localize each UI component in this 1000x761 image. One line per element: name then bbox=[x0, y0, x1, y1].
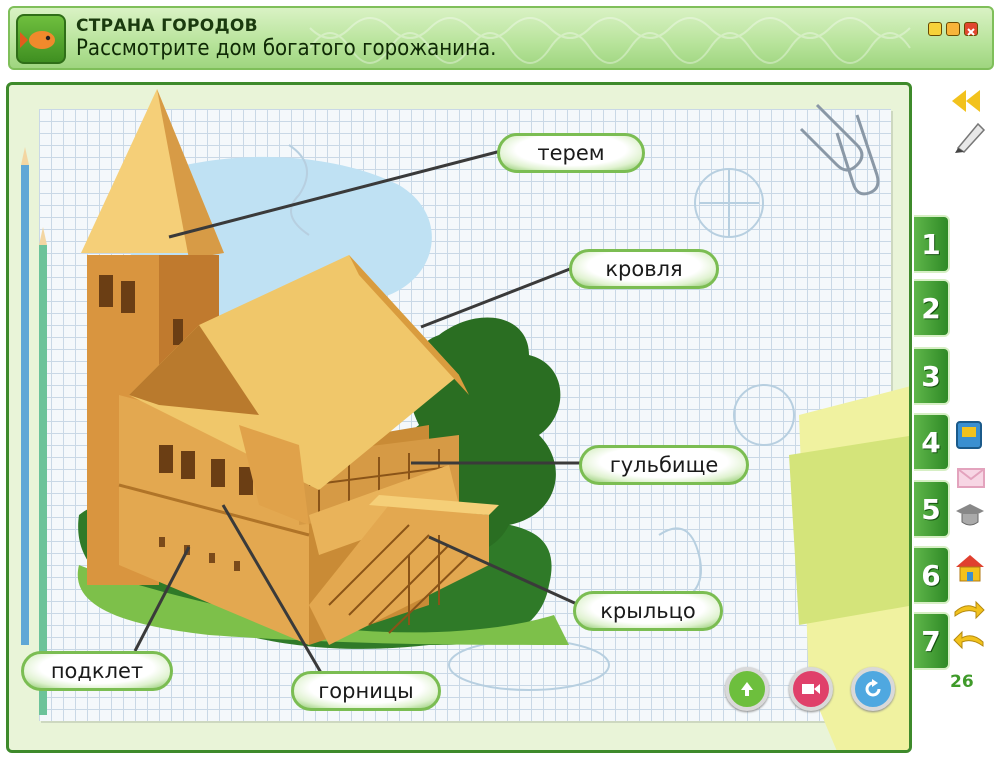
tab-4[interactable]: 4 bbox=[914, 413, 950, 471]
prev-arrow-icon[interactable] bbox=[952, 628, 986, 654]
ground-grass bbox=[77, 565, 570, 645]
video-icon bbox=[802, 684, 820, 694]
tab-6[interactable]: 6 bbox=[914, 546, 950, 604]
next-arrow-icon[interactable] bbox=[952, 598, 986, 624]
house-illustration bbox=[21, 89, 909, 750]
header-pattern bbox=[309, 17, 911, 64]
book-icon[interactable] bbox=[954, 418, 986, 456]
tab-5[interactable]: 5 bbox=[914, 480, 950, 538]
fish-icon bbox=[20, 31, 55, 49]
label-gornicy[interactable]: горницы bbox=[291, 671, 441, 711]
workspace-board: терем кровля гульбище крыльцо подклет го… bbox=[6, 82, 912, 753]
video-button[interactable] bbox=[789, 667, 833, 711]
green-pencil bbox=[39, 245, 47, 715]
tab-7[interactable]: 7 bbox=[914, 612, 950, 670]
app-logo bbox=[16, 14, 66, 64]
label-terem[interactable]: терем bbox=[497, 133, 645, 173]
up-button[interactable] bbox=[725, 667, 769, 711]
header-bar: СТРАНА ГОРОДОВ Рассмотрите дом богатого … bbox=[8, 6, 994, 70]
app-title: СТРАНА ГОРОДОВ bbox=[76, 16, 258, 36]
graduation-cap-icon[interactable] bbox=[954, 500, 986, 534]
minimize-icon[interactable] bbox=[928, 22, 942, 36]
rewind-icon[interactable] bbox=[950, 88, 984, 118]
envelope-icon[interactable] bbox=[956, 466, 986, 494]
tab-1[interactable]: 1 bbox=[914, 215, 950, 273]
paper-clip-icon bbox=[799, 103, 880, 196]
house-icon[interactable] bbox=[954, 552, 986, 588]
up-arrow-icon bbox=[741, 682, 753, 696]
page-number: 26 bbox=[950, 672, 974, 692]
label-podklet[interactable]: подклет bbox=[21, 651, 173, 691]
close-icon[interactable] bbox=[964, 22, 978, 36]
label-gulbishche[interactable]: гульбище bbox=[579, 445, 749, 485]
roof bbox=[129, 255, 459, 490]
background-sketches bbox=[288, 144, 795, 691]
refresh-icon bbox=[865, 679, 881, 697]
label-krylco[interactable]: крыльцо bbox=[573, 591, 723, 631]
refresh-button[interactable] bbox=[851, 667, 895, 711]
leader-lines bbox=[133, 149, 585, 684]
blue-pencil bbox=[21, 165, 29, 645]
restore-icon[interactable] bbox=[946, 22, 960, 36]
label-krovlya[interactable]: кровля bbox=[569, 249, 719, 289]
pencil-icon[interactable] bbox=[952, 118, 986, 158]
tab-2[interactable]: 2 bbox=[914, 279, 950, 337]
tab-3[interactable]: 3 bbox=[914, 347, 950, 405]
task-instruction: Рассмотрите дом богатого горожанина. bbox=[76, 36, 497, 61]
